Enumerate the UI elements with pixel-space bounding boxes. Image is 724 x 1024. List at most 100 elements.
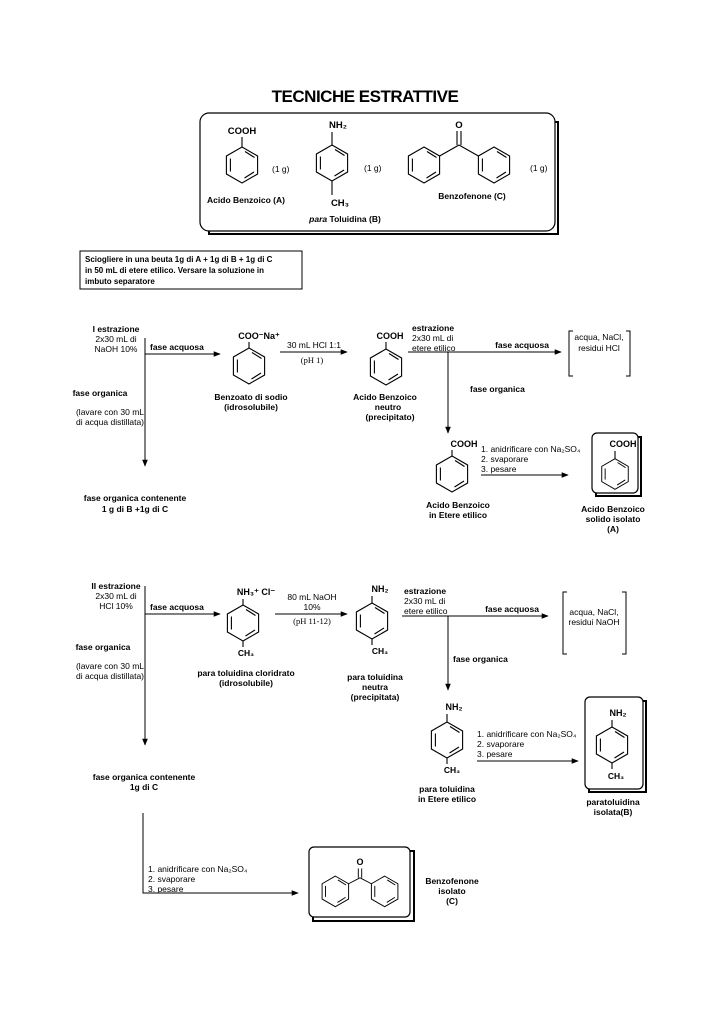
isolated-benzoic-acid-shadow bbox=[595, 436, 642, 497]
ether-extraction-1-line-3: etere etilico bbox=[412, 343, 456, 353]
compound-c-name: Benzofenone (C) bbox=[438, 191, 506, 201]
neutral-benzoic-acid-group: COOH bbox=[377, 331, 404, 341]
toluidine-in-ether-methyl: CH₃ bbox=[444, 765, 460, 775]
benzoic-acid-in-ether-group: COOH bbox=[451, 439, 478, 449]
extraction-1-line-2: 2x30 mL di bbox=[95, 334, 136, 344]
organic-phase-label-1: fase organica bbox=[73, 388, 128, 398]
instruction-box bbox=[79, 250, 303, 290]
sodium-benzoate-name-2: (idrosolubile) bbox=[224, 402, 278, 412]
remaining-organic-1-line-2: 1 g di B +1g di C bbox=[102, 504, 168, 514]
final-c-name-1: Benzofenone bbox=[425, 876, 479, 886]
neutral-acid-name-1: Acido Benzoico bbox=[353, 392, 417, 402]
toluidine-in-ether-structure bbox=[430, 714, 464, 764]
compound-a-mass: (1 g) bbox=[272, 164, 290, 174]
organic-phase-label-2b: fase organica bbox=[453, 654, 508, 664]
compound-a-name: Acido Benzoico (A) bbox=[207, 195, 285, 205]
hydrochloride-name-2: (idrosolubile) bbox=[219, 678, 273, 688]
instruction-line-1: Sciogliere in una beuta 1g di A + 1g di … bbox=[85, 255, 273, 264]
workup-2-step-2: 2. svaporare bbox=[477, 739, 525, 749]
waste-1-line-1: acqua, NaCl, bbox=[574, 332, 623, 342]
sodium-benzoate-group: COO⁻Na⁺ bbox=[238, 331, 280, 341]
toluidine-hydrochloride-group: NH₃⁺ Cl⁻ bbox=[237, 587, 275, 597]
isolated-benzoic-acid-structure bbox=[601, 451, 629, 490]
para-toluidine-structure bbox=[315, 132, 349, 195]
isolated-toluidine-box bbox=[584, 696, 644, 790]
sodium-benzoate-structure bbox=[232, 342, 266, 385]
aqueous-phase-label-2: fase acquosa bbox=[150, 602, 204, 612]
ether-extraction-1-line-2: 2x30 mL di bbox=[412, 333, 453, 343]
neutral-acid-name-3: (precipitato) bbox=[365, 412, 414, 422]
benzophenone-structure bbox=[407, 131, 511, 184]
aqueous-phase-label-2b: fase acquosa bbox=[485, 604, 539, 614]
base-ph: (pH 11-12) bbox=[293, 616, 331, 626]
isolated-toluidine-structure bbox=[595, 720, 629, 769]
final-c-name-3: (C) bbox=[446, 896, 458, 906]
compound-b-mass: (1 g) bbox=[364, 163, 382, 173]
workup-3-step-1: 1. anidrificare con Na₂SO₄ bbox=[148, 864, 248, 874]
compound-c-mass: (1 g) bbox=[530, 163, 548, 173]
workup-1-step-1: 1. anidrificare con Na₂SO₄ bbox=[481, 444, 581, 454]
extraction-2-line-1: II estrazione bbox=[91, 581, 140, 591]
organic-phase-label-2: fase organica bbox=[76, 642, 131, 652]
ether-extraction-2-line-2: 2x30 mL di bbox=[404, 596, 445, 606]
neutral-toluidine-name-3: (precipitata) bbox=[351, 692, 400, 702]
remaining-organic-2-line-1: fase organica contenente bbox=[93, 772, 196, 782]
sodium-benzoate-name-1: Benzoato di sodio bbox=[214, 392, 287, 402]
aqueous-phase-label-1: fase acquosa bbox=[150, 342, 204, 352]
instruction-line-3: imbuto separatore bbox=[85, 277, 155, 286]
neutral-toluidine-group: NH₂ bbox=[372, 584, 389, 594]
extraction-1-line-1: I estrazione bbox=[93, 324, 140, 334]
workup-3-step-2: 2. svaporare bbox=[148, 874, 196, 884]
ether-toluidine-name-1: para toluidina bbox=[419, 784, 475, 794]
instruction-line-2: in 50 mL di etere etilico. Versare la so… bbox=[85, 266, 264, 275]
workup-1-step-3: 3. pesare bbox=[481, 464, 517, 474]
isolated-toluidine-shadow bbox=[588, 700, 647, 793]
wash-2-line-1: (lavare con 30 mL bbox=[76, 661, 144, 671]
hydrochloride-name-1: para toluidina cloridrato bbox=[197, 668, 294, 678]
final-a-name-1: Acido Benzoico bbox=[581, 504, 645, 514]
page-title: TECNICHE ESTRATTIVE bbox=[272, 87, 459, 106]
compound-b-name-prefix: para bbox=[308, 214, 327, 224]
isolated-benzoic-acid-group: COOH bbox=[610, 439, 637, 449]
final-b-name-1: paratoluidina bbox=[586, 797, 640, 807]
workup-3-step-3: 3. pesare bbox=[148, 884, 184, 894]
toluidine-hydrochloride-structure bbox=[226, 599, 260, 647]
final-flow-line bbox=[142, 813, 299, 896]
acid-ph: (pH 1) bbox=[301, 355, 324, 365]
waste-bracket-1 bbox=[568, 330, 631, 377]
neutral-benzoic-acid-structure bbox=[369, 342, 403, 386]
compound-b-name-rest: Toluidina (B) bbox=[327, 214, 381, 224]
ether-extraction-2-line-3: etere etilico bbox=[404, 606, 448, 616]
remaining-organic-1-line-1: fase organica contenente bbox=[84, 493, 187, 503]
neutral-toluidine-methyl: CH₃ bbox=[372, 646, 388, 656]
waste-bracket-2 bbox=[562, 591, 627, 655]
compound-a-group: COOH bbox=[228, 126, 257, 137]
neutral-acid-name-2: neutro bbox=[375, 402, 401, 412]
compound-c-oxygen: O bbox=[455, 120, 462, 131]
waste-2-line-2: residui NaOH bbox=[568, 617, 619, 627]
benzoic-acid-in-ether-structure bbox=[435, 450, 469, 493]
box-shadow bbox=[208, 121, 559, 235]
extraction-2-line-3: HCl 10% bbox=[99, 601, 133, 611]
ether-extraction-2-line-1: estrazione bbox=[404, 586, 446, 596]
toluidine-in-ether-group: NH₂ bbox=[446, 702, 463, 712]
compound-b-group: NH₂ bbox=[329, 120, 347, 131]
neutral-toluidine-name-2: neutra bbox=[362, 682, 388, 692]
final-a-name-3: (A) bbox=[607, 524, 619, 534]
neutral-toluidine-name-1: para toluidina bbox=[347, 672, 403, 682]
wash-2-line-2: di acqua distillata) bbox=[76, 671, 144, 681]
compound-b-methyl: CH₃ bbox=[331, 198, 349, 209]
compound-b-name: para Toluidina (B) bbox=[308, 214, 381, 224]
final-a-name-2: solido isolato bbox=[586, 514, 641, 524]
extraction-2-line-2: 2x30 mL di bbox=[95, 591, 136, 601]
organic-phase-label-1b: fase organica bbox=[470, 384, 525, 394]
isolated-benzophenone-box bbox=[308, 846, 411, 918]
isolated-benzoic-acid-box bbox=[591, 432, 639, 494]
isolated-benzophenone-shadow bbox=[312, 850, 415, 922]
isolated-benzophenone-structure bbox=[321, 868, 399, 908]
benzoic-acid-structure bbox=[225, 137, 259, 184]
base-reagent-2: 10% bbox=[303, 602, 320, 612]
workup-2-step-1: 1. anidrificare con Na₂SO₄ bbox=[477, 729, 577, 739]
final-b-name-2: isolata(B) bbox=[594, 807, 633, 817]
